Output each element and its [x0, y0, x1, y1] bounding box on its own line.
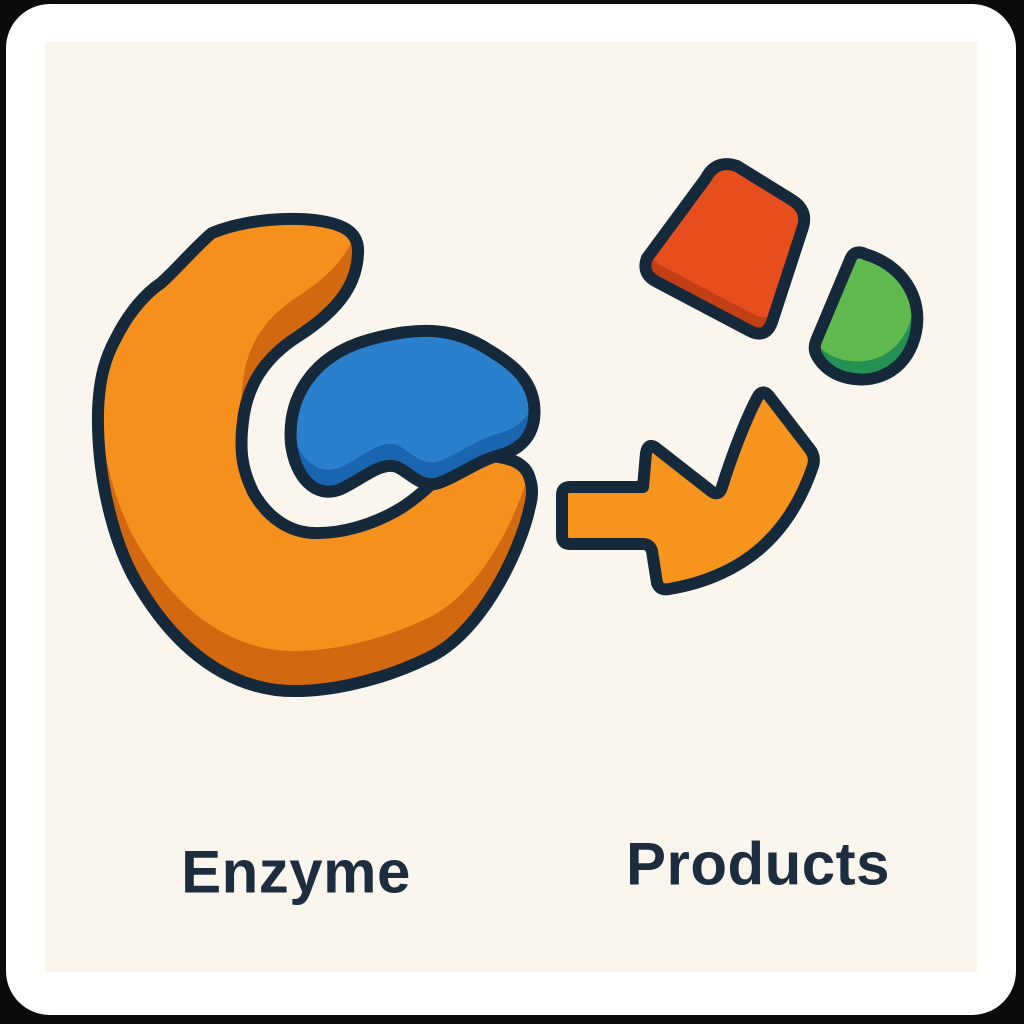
arrow-face — [556, 386, 820, 596]
products-label: Products — [625, 830, 891, 898]
substrate-bean-icon — [284, 324, 541, 498]
enzyme-outline — [91, 212, 538, 697]
enzyme-label: Enzyme — [181, 838, 411, 906]
product-block-icon — [639, 158, 811, 340]
enzyme-face — [97, 218, 532, 651]
substrate-outline — [284, 324, 541, 498]
product-green-outline — [808, 246, 924, 386]
enzyme-c-shape-icon — [91, 212, 538, 697]
reaction-arrow-icon — [556, 386, 820, 596]
product-red-outline — [639, 158, 811, 340]
